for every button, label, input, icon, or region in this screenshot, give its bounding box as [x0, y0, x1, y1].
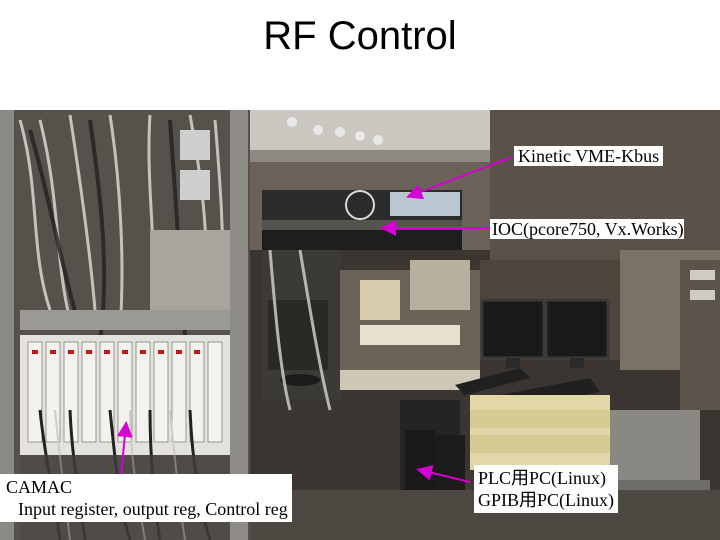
camac-detail: Input register, output reg, Control reg	[18, 499, 288, 519]
plc-pc-label: PLC用PC(Linux)	[478, 468, 607, 488]
equipment-rack-photo	[0, 110, 720, 540]
camac-title: CAMAC	[6, 477, 73, 497]
pc-label: PLC用PC(Linux) GPIB用PC(Linux)	[474, 465, 619, 513]
camac-label: CAMAC Input register, output reg, Contro…	[0, 474, 292, 522]
kinetic-vme-kbus-label: Kinetic VME-Kbus	[514, 146, 664, 166]
ioc-label: IOC(pcore750, Vx.Works)	[490, 219, 684, 239]
gpib-pc-label: GPIB用PC(Linux)	[478, 490, 615, 510]
slide-title: RF Control	[263, 14, 457, 58]
